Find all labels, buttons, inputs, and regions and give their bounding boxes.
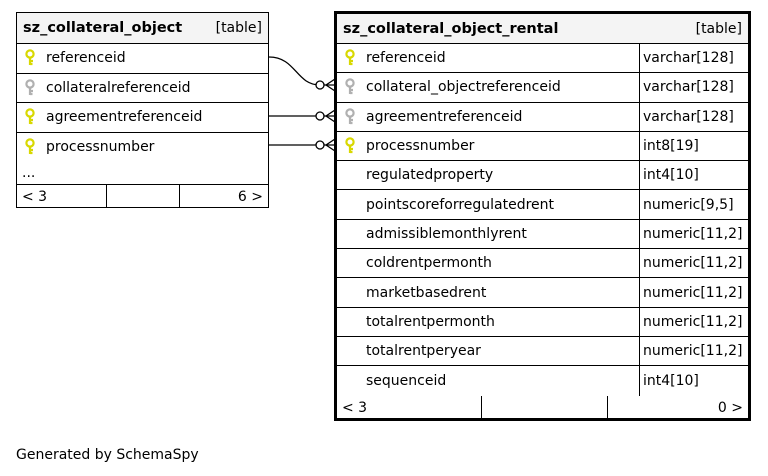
column-name[interactable]: collateralreferenceid: [46, 79, 191, 96]
column-name-cell: pointscoreforregulatedrent: [337, 190, 639, 218]
pk-key-icon: [343, 137, 357, 155]
column-name-cell: admissiblemonthlyrent: [337, 220, 639, 248]
pk-key-icon: [23, 49, 37, 67]
table-sz-collateral-object[interactable]: sz_collateral_object [table] referenceid…: [16, 12, 269, 208]
table-sz-collateral-object-rental[interactable]: sz_collateral_object_rental [table] refe…: [334, 11, 751, 421]
column-row[interactable]: referenceid varchar[128]: [337, 44, 748, 74]
more-columns-row: ...: [17, 162, 268, 185]
column-row[interactable]: marketbasedrent numeric[11,2]: [337, 278, 748, 308]
column-type: int4[10]: [639, 366, 748, 396]
footer-spacer: [482, 395, 608, 420]
column-row[interactable]: regulatedproperty int4[10]: [337, 161, 748, 191]
generated-by-text: Generated by SchemaSpy: [16, 447, 199, 463]
column-row[interactable]: totalrentperyear numeric[11,2]: [337, 336, 748, 367]
table-footer: < 3 6 >: [17, 185, 268, 208]
column-name[interactable]: totalrentperyear: [366, 343, 481, 360]
column-name[interactable]: admissiblemonthlyrent: [366, 225, 527, 242]
column-type: numeric[11,2]: [639, 249, 748, 278]
column-row[interactable]: agreementreferenceid: [17, 103, 268, 133]
table-kind: [table]: [695, 20, 742, 37]
column-type: numeric[11,2]: [639, 219, 748, 249]
column-name-cell: regulatedproperty: [337, 161, 639, 189]
column-name-cell: collateral_objectreferenceid: [337, 73, 639, 101]
more-columns: ...: [22, 165, 36, 181]
column-type: numeric[11,2]: [639, 307, 748, 336]
column-name[interactable]: processnumber: [366, 138, 475, 155]
column-name-cell: totalrentpermonth: [337, 308, 639, 336]
column-row[interactable]: pointscoreforregulatedrent numeric[9,5]: [337, 190, 748, 220]
column-type: numeric[11,2]: [639, 278, 748, 307]
column-row[interactable]: processnumber int8[19]: [337, 131, 748, 162]
column-row[interactable]: collateral_objectreferenceid varchar[128]: [337, 73, 748, 103]
pk-key-icon: [343, 49, 357, 67]
table-header: sz_collateral_object [table]: [17, 13, 268, 44]
column-name-cell: referenceid: [337, 44, 639, 72]
column-row[interactable]: admissiblemonthlyrent numeric[11,2]: [337, 219, 748, 250]
column-row[interactable]: referenceid: [17, 44, 268, 74]
column-name[interactable]: referenceid: [46, 50, 126, 67]
footer-spacer: [107, 185, 180, 208]
column-name-cell: collateralreferenceid: [17, 74, 268, 103]
column-row[interactable]: collateralreferenceid: [17, 74, 268, 103]
column-name[interactable]: marketbasedrent: [366, 284, 487, 301]
column-name-cell: agreementreferenceid: [337, 103, 639, 131]
parents-count[interactable]: < 3: [337, 395, 482, 420]
column-name[interactable]: processnumber: [46, 139, 155, 156]
column-type: varchar[128]: [639, 44, 748, 73]
fk-key-icon: [343, 78, 357, 96]
column-name-cell: agreementreferenceid: [17, 103, 268, 132]
children-count[interactable]: 0 >: [717, 399, 743, 416]
column-type: varchar[128]: [639, 102, 748, 131]
table-footer: < 3 0 >: [337, 395, 748, 420]
column-type: numeric[9,5]: [639, 190, 748, 219]
column-name-cell: processnumber: [337, 132, 639, 160]
column-type: numeric[11,2]: [639, 336, 748, 366]
column-type: int8[19]: [639, 131, 748, 161]
column-name[interactable]: referenceid: [366, 50, 446, 67]
column-row[interactable]: agreementreferenceid varchar[128]: [337, 102, 748, 132]
column-name[interactable]: sequenceid: [366, 372, 447, 389]
column-row[interactable]: sequenceid int4[10]: [337, 366, 748, 396]
column-name[interactable]: agreementreferenceid: [46, 109, 203, 126]
fk-key-icon: [343, 108, 357, 126]
table-kind: [table]: [215, 20, 262, 36]
column-name-cell: processnumber: [17, 133, 268, 163]
column-name[interactable]: coldrentpermonth: [366, 255, 492, 272]
relationship-referenceid: [268, 56, 335, 86]
column-name[interactable]: pointscoreforregulatedrent: [366, 196, 555, 213]
column-name-cell: sequenceid: [337, 366, 639, 395]
column-row[interactable]: processnumber: [17, 133, 268, 163]
column-name[interactable]: agreementreferenceid: [366, 108, 523, 125]
column-name-cell: marketbasedrent: [337, 278, 639, 306]
column-type: varchar[128]: [639, 73, 748, 102]
parents-count[interactable]: < 3: [17, 185, 107, 208]
column-name-cell: referenceid: [17, 44, 268, 73]
column-name-cell: coldrentpermonth: [337, 249, 639, 277]
column-name-cell: totalrentperyear: [337, 337, 639, 365]
column-row[interactable]: totalrentpermonth numeric[11,2]: [337, 307, 748, 337]
table-name[interactable]: sz_collateral_object_rental: [343, 20, 559, 37]
pk-key-icon: [23, 138, 37, 156]
column-name[interactable]: regulatedproperty: [366, 167, 494, 184]
table-header: sz_collateral_object_rental [table]: [337, 14, 748, 44]
column-name[interactable]: totalrentpermonth: [366, 313, 495, 330]
column-type: int4[10]: [639, 161, 748, 190]
column-row[interactable]: coldrentpermonth numeric[11,2]: [337, 249, 748, 279]
pk-key-icon: [23, 108, 37, 126]
fk-key-icon: [23, 79, 37, 97]
children-count[interactable]: 6 >: [237, 188, 263, 205]
column-name[interactable]: collateral_objectreferenceid: [366, 79, 561, 96]
table-name[interactable]: sz_collateral_object: [23, 20, 183, 36]
